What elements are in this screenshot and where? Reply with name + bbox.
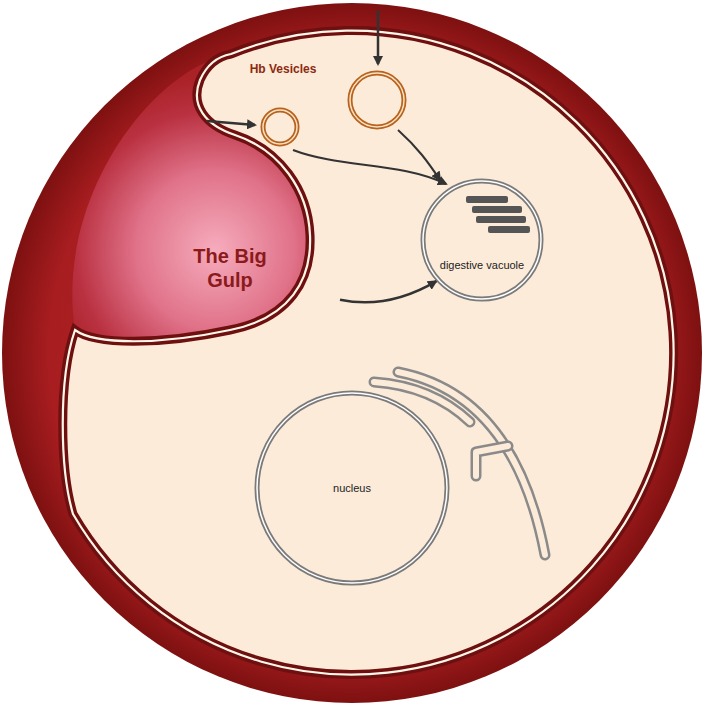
- hb-vesicle: [263, 110, 297, 144]
- organelle-membrane: [423, 181, 541, 299]
- uptake-arrow: [377, 10, 380, 64]
- parasite-membrane-inner: [63, 31, 674, 675]
- organelle-membrane-inner: [423, 181, 541, 299]
- hemozoin-crystals: [466, 196, 530, 233]
- node-text: The Big Gulp: [175, 244, 285, 292]
- node-text: digestive vacuole: [440, 259, 524, 271]
- cytostome-node: The Big Gulp: [120, 210, 340, 325]
- hb-vesicle-inner: [350, 73, 404, 127]
- transport-arrow: [398, 130, 440, 180]
- vacuole-circle: digestive vacuole: [420, 178, 544, 302]
- hb-vesicle: [350, 73, 404, 127]
- endoplasmic-reticulum: [374, 372, 545, 555]
- parasite-membrane: [63, 31, 674, 675]
- nucleus-circle: nucleus: [254, 390, 450, 586]
- hb-vesicle-inner: [263, 110, 297, 144]
- node-text: nucleus: [333, 482, 371, 494]
- uptake-arrow: [207, 121, 255, 125]
- circle-outline: [420, 178, 544, 302]
- flow-arrow: [340, 281, 437, 302]
- structure-label: Hb Vesicles: [248, 62, 318, 77]
- red-blood-cell: [2, 3, 702, 703]
- organelle-membrane: [257, 393, 447, 583]
- organelle-membrane-inner: [257, 393, 447, 583]
